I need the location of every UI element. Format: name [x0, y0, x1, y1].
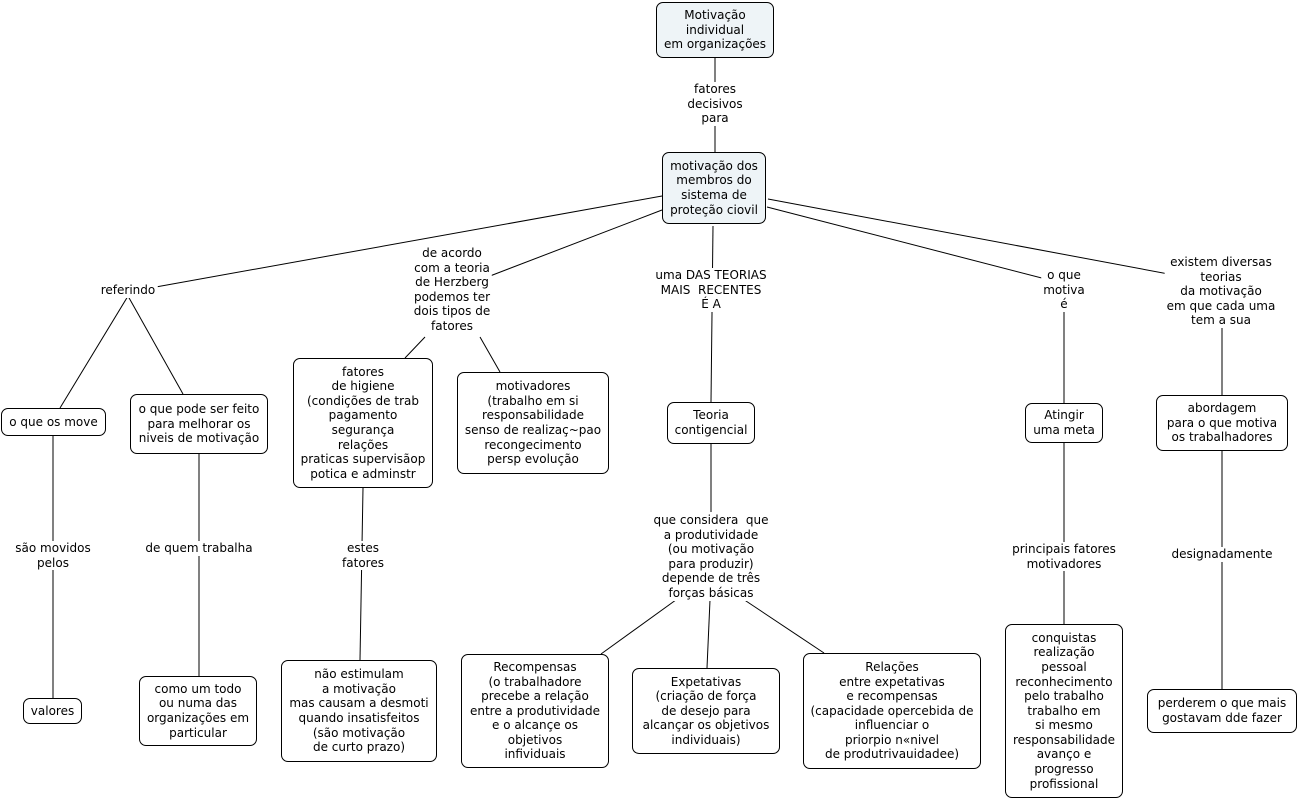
concept-o-que-os-move[interactable]: o que os move: [1, 408, 106, 436]
link-label-principais: principais fatores motivadores: [1010, 542, 1118, 572]
concept-abordagem[interactable]: abordagem para o que motiva os trabalhad…: [1156, 395, 1288, 451]
concept-motivadores[interactable]: motivadores (trabalho em si responsabili…: [457, 372, 609, 474]
concept-atingir-meta[interactable]: Atingir uma meta: [1025, 403, 1103, 443]
link-label-movidos: são movidos pelos: [13, 541, 93, 571]
concept-o-que-pode[interactable]: o que pode ser feito para melhorar os ni…: [130, 394, 268, 454]
concept-valores[interactable]: valores: [23, 698, 82, 724]
concept-teoria-contigencial[interactable]: Teoria contigencial: [667, 402, 755, 444]
concept-expetativas[interactable]: Expetativas (criação de força de desejo …: [632, 668, 780, 754]
link-label-o-que-motiva: o que motiva é: [1041, 268, 1087, 312]
link-label-teorias-recentes: uma DAS TEORIAS MAIS RECENTES É A: [653, 268, 769, 312]
concept-relacoes[interactable]: Relações entre expetativas e recompensas…: [803, 653, 981, 769]
link-label-herzberg: de acordo com a teoria de Herzberg podem…: [411, 246, 493, 334]
concept-conquistas[interactable]: conquistas realização pessoal reconhecim…: [1005, 624, 1123, 798]
link-label-diversas-teorias: existem diversas teorias da motivação em…: [1164, 255, 1278, 328]
concept-root[interactable]: Motivação individual em organizações: [656, 2, 774, 58]
concept-fatores-higiene[interactable]: fatores de higiene (condições de trab pa…: [293, 358, 433, 488]
link-label-fatores-decisivos: fatores decisivos para: [685, 82, 745, 126]
concept-nao-estimulam[interactable]: não estimulam a motivação mas causam a d…: [281, 660, 437, 762]
concept-central[interactable]: motivação dos membros do sistema de prot…: [662, 152, 766, 224]
concept-recompensas[interactable]: Recompensas (o trabalhadore precebe a re…: [461, 654, 609, 768]
link-label-de-quem: de quem trabalha: [143, 541, 255, 556]
link-label-estes-fatores: estes fatores: [340, 541, 386, 571]
link-label-referindo: referindo: [98, 283, 158, 298]
link-label-designadamente: designadamente: [1169, 547, 1275, 562]
link-label-considera: que considera que a produtividade (ou mo…: [651, 513, 771, 601]
concept-como-um-todo[interactable]: como um todo ou numa das organizações em…: [139, 676, 257, 746]
concept-perderem[interactable]: perderem o que mais gostavam dde fazer: [1147, 689, 1297, 733]
